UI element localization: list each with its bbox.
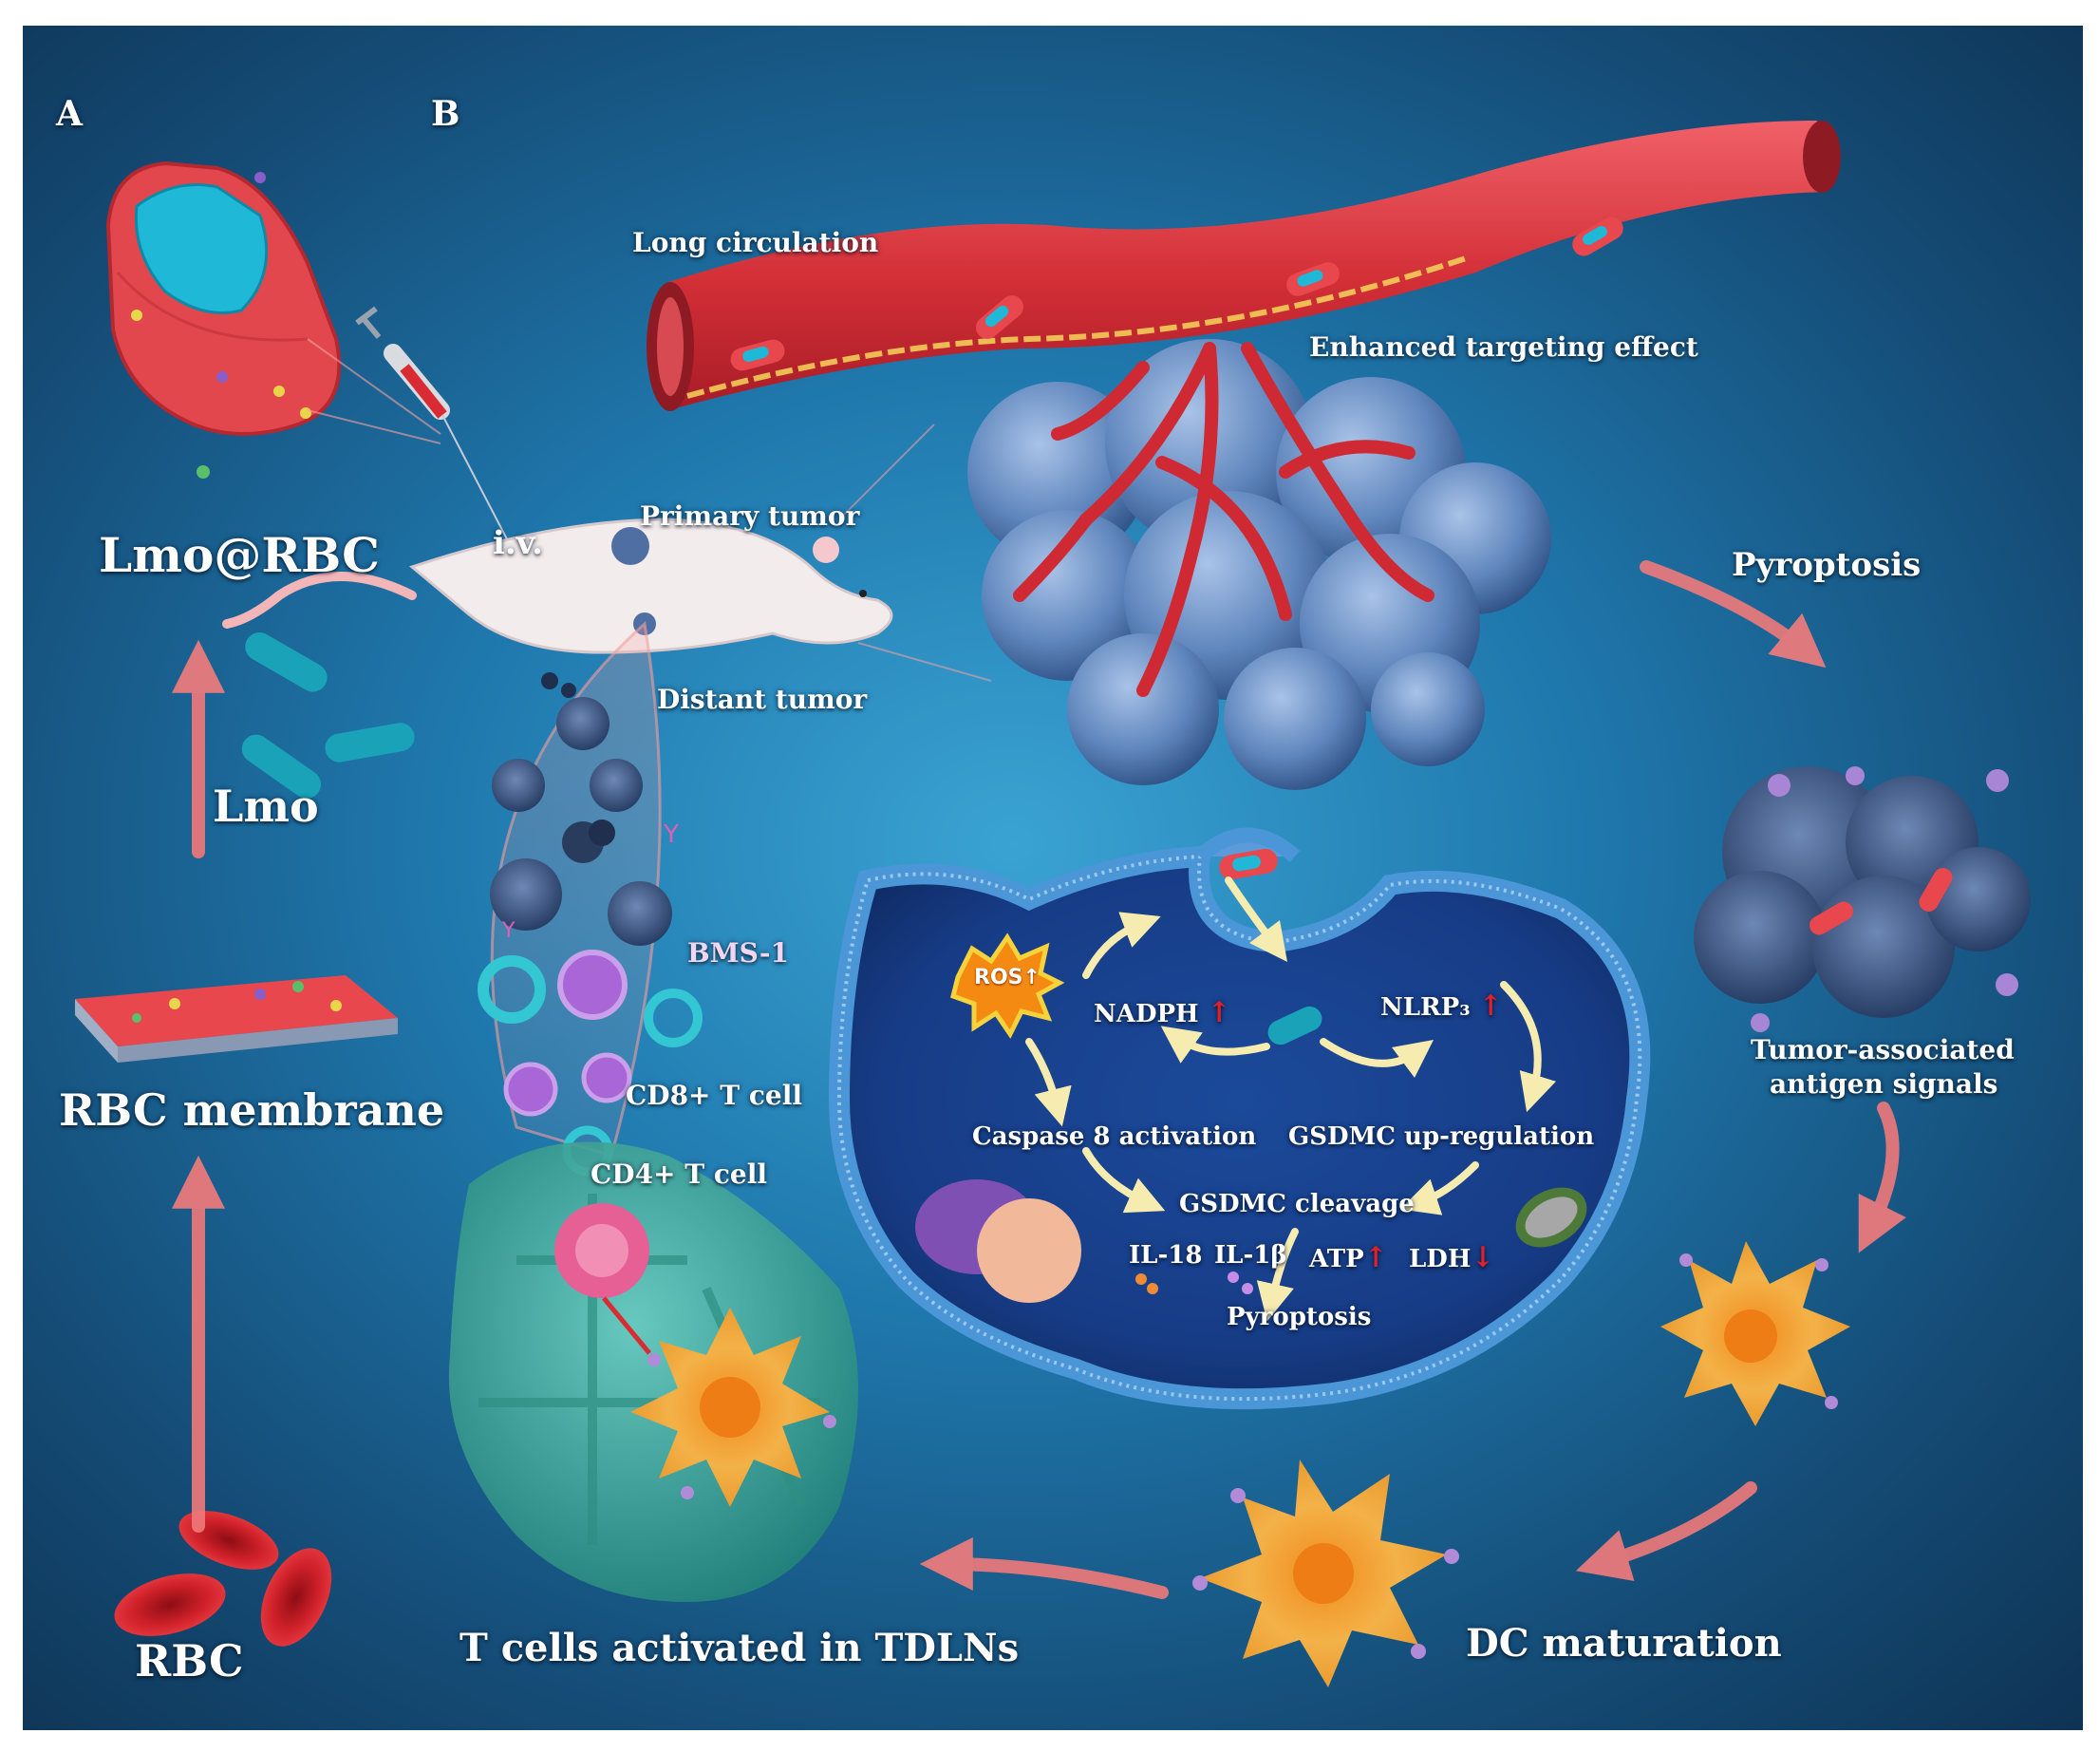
panel-b-label: B [431, 94, 460, 134]
nadph-up-arrow: ↑ [1207, 996, 1231, 1029]
lymph-node [448, 1141, 858, 1602]
immune-cells-cluster: Y Y [478, 672, 703, 1177]
dendritic-cell-mature [1192, 1460, 1459, 1687]
distant-tumor-zoom [490, 621, 662, 1158]
gsdmc-cleavage-label: GSDMC cleavage [1179, 1190, 1415, 1218]
il1b-label: IL-1β [1214, 1241, 1287, 1270]
tumor-antigen-label-line2: antigen signals [1770, 1068, 1998, 1100]
nadph-label: NADPH ↑ [1094, 996, 1231, 1029]
gsdmc-upregulation-label: GSDMC up-regulation [1288, 1122, 1595, 1151]
primary-tumor-label: Primary tumor [640, 500, 860, 532]
vessel-particles [730, 217, 1623, 371]
lmo-label: Lmo [213, 781, 319, 832]
atp-up-arrow: ↑ [1363, 1241, 1388, 1274]
ldh-down-arrow: ↓ [1471, 1241, 1495, 1274]
nlrp3-label: NLRP₃ ↑ [1380, 989, 1503, 1023]
mechanism-arrows [1025, 876, 1556, 1322]
syringe [355, 306, 517, 558]
ros-burst [950, 933, 1065, 1039]
nlrp3-up-arrow: ↑ [1478, 989, 1503, 1023]
panel-a-label: A [56, 94, 83, 134]
panel-a-art [75, 160, 517, 1647]
svg-text:Y: Y [501, 919, 516, 943]
distant-tumor-label: Distant tumor [657, 684, 868, 715]
lmo-rbc-particle [105, 160, 342, 479]
ros-label: ROS↑ [974, 965, 1041, 989]
iv-label: i.v. [493, 524, 543, 562]
bms1-label: BMS-1 [687, 937, 790, 969]
red-blood-cells [114, 1511, 332, 1647]
ldh-label: LDH↓ [1409, 1241, 1495, 1274]
cd8-label: CD8+ T cell [626, 1080, 802, 1111]
cd4-label: CD4+ T cell [591, 1159, 767, 1190]
cycle-arrows [919, 560, 1906, 1599]
illustration: Y Y [75, 121, 2031, 1687]
rbc-label: RBC [135, 1635, 244, 1686]
lymph-node-dendritic-cell [630, 1308, 836, 1507]
svg-text:Y: Y [663, 820, 679, 849]
rbc-membrane-sheet [75, 975, 398, 1063]
atp-label: ATP↑ [1309, 1241, 1388, 1274]
tumor-antigen-label-line1: Tumor-associated [1751, 1034, 2015, 1065]
figure-panel: Y Y [23, 26, 2083, 1730]
long-circulation-label: Long circulation [632, 227, 879, 258]
tumor-debris-cluster [1694, 766, 2031, 1032]
dc-maturation-label: DC maturation [1466, 1621, 1782, 1666]
blood-vessel [647, 121, 1841, 411]
caspase8-label: Caspase 8 activation [972, 1122, 1257, 1151]
enhanced-targeting-label: Enhanced targeting effect [1309, 331, 1698, 363]
primary-tumor-mass [967, 339, 1551, 790]
lmo-rbc-label: Lmo@RBC [99, 527, 380, 583]
t-cells-tdlns-label: T cells activated in TDLNs [459, 1626, 1020, 1670]
rbc-membrane-label: RBC membrane [59, 1084, 445, 1136]
dendritic-cell-immature [1660, 1241, 1850, 1426]
pyroptosis-inner-label: Pyroptosis [1227, 1303, 1372, 1331]
mouse [222, 518, 893, 654]
lmo-bacteria [241, 632, 415, 799]
tumor-vasculature [1013, 342, 1434, 697]
il18-label: IL-18 [1129, 1241, 1203, 1270]
pyroptosis-top-label: Pyroptosis [1732, 546, 1922, 584]
